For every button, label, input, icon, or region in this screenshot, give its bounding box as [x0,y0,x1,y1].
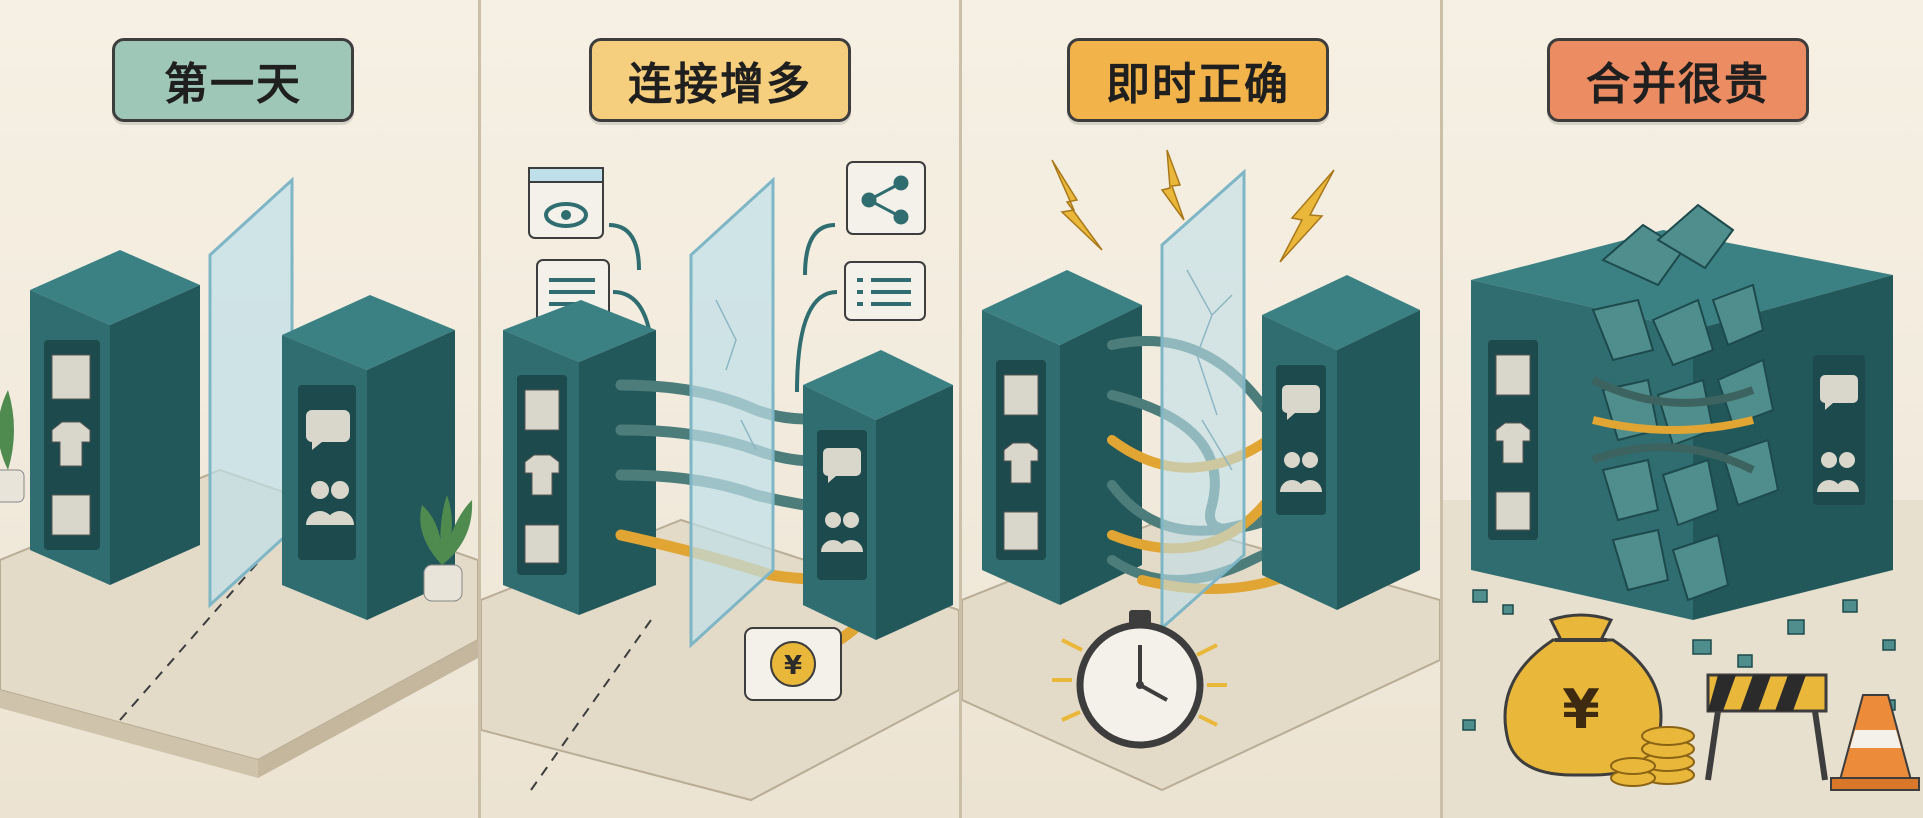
plant-right [420,495,473,602]
panel-title-more-connections: 连接增多 [589,38,851,122]
lightning-icon [1051,159,1103,251]
panel-more-connections-scene: ¥ [481,161,959,802]
share-card [846,161,926,235]
panel-title-day-one: 第一天 [112,38,354,122]
tower-right-top [803,350,953,420]
package-icon [1495,491,1531,531]
panel-title-merge-expensive: 合并很贵 [1547,38,1809,122]
plant-left [0,390,25,503]
lightning-icon [1160,149,1185,221]
tower-left-side [110,285,200,585]
glass-cracks [1186,269,1233,471]
glass-cracks [715,299,757,451]
list-icon [857,278,911,306]
yen-symbol: ¥ [784,651,802,681]
tshirt-icon [524,454,560,496]
users-icon [1280,452,1322,492]
panel-title-instant-correct: 即时正确 [1067,38,1329,122]
panel-day-one: 第一天 [0,0,478,818]
tower-left-top [503,300,656,362]
panel-divider-1 [478,0,481,818]
users-icon [1817,452,1859,492]
package-icon [51,494,91,536]
eye-icon [544,202,588,228]
users-icon [306,481,354,525]
list-card [844,261,926,321]
package-icon [524,524,560,564]
box-icon [1003,374,1039,416]
tshirt-icon [1495,422,1531,464]
tower-left-side [1060,305,1142,605]
chat-bubble-icon [306,410,350,450]
panel-merge-expensive-scene: ¥ [1443,203,1923,818]
chat-bubble-icon [1820,375,1858,410]
tower-right-side [1337,310,1420,610]
merged-block-top [1471,230,1893,330]
money-bag-icon [1503,613,1663,777]
yen-card-icon [744,627,842,701]
panel-instant-correct-scene [962,149,1440,792]
eye-card [528,167,604,239]
panel-merge-expensive: ¥ [1443,0,1923,818]
panel-divider-2 [959,0,962,818]
box-icon [1495,354,1531,396]
floor-edge [0,690,258,778]
box-icon [524,389,560,431]
tower-right-top [282,295,455,370]
panel-more-connections: ¥ 连接增多 [481,0,959,818]
yen-symbol: ¥ [1562,678,1600,741]
tower-right-side [876,385,953,640]
chat-bubble-icon [1282,385,1320,420]
panel-divider-3 [1440,0,1443,818]
tower-left-top [982,270,1142,345]
glass-wall [1160,168,1246,632]
tower-left-top [30,250,200,325]
coin-stack-icon [1610,726,1695,787]
floor-edge-right [258,640,478,778]
package-icon [1003,511,1039,551]
users-icon [821,512,863,552]
buried-pipes [1591,376,1755,474]
share-icon [861,175,909,225]
lightning-bolts [1051,149,1335,263]
tshirt-icon [1003,442,1039,484]
chat-bubble-icon [823,448,861,483]
glass-wall [689,176,775,649]
stopwatch-icon [1052,610,1227,749]
glass-wall [208,176,294,609]
panel-day-one-scene [0,176,478,778]
tower-right-top [1262,275,1420,350]
lightning-icon [1279,169,1335,263]
traffic-cone-icon [1830,694,1920,791]
tshirt-icon [51,421,91,467]
road-barrier-icon [1705,673,1828,781]
panel-instant-correct: 即时正确 [962,0,1440,818]
box-icon [51,354,91,400]
